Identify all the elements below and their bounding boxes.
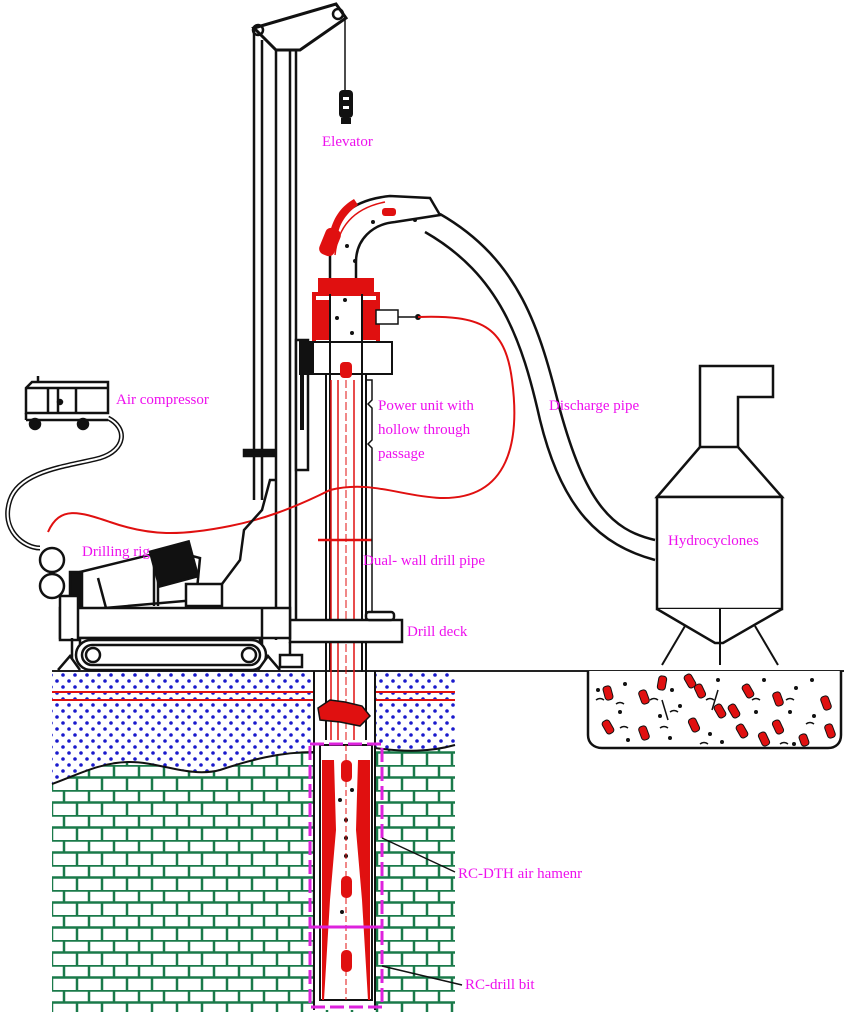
label-elevator: Elevator [322, 134, 373, 150]
label-dual-wall-drill-pipe: Dual- wall drill pipe [363, 553, 485, 569]
label-power-unit-line-2: hollow through [378, 422, 471, 438]
discharge-pipe [424, 212, 656, 562]
drill-deck [278, 610, 404, 669]
label-hydrocyclones: Hydrocyclones [668, 533, 759, 549]
label-power-unit-line-3: passage [378, 446, 425, 462]
power-unit [299, 194, 443, 672]
air-compressor [24, 376, 110, 431]
label-air-compressor: Air compressor [116, 392, 209, 408]
settling-tank [586, 671, 843, 750]
drilling-rig [38, 478, 331, 672]
label-drill-deck: Drill deck [407, 624, 468, 640]
compressor-hose [5, 415, 124, 551]
soil-layer-right [375, 672, 455, 751]
rc-dth-hammer [308, 699, 384, 1009]
label-discharge-pipe: Discharge pipe [549, 398, 639, 414]
label-power-unit-line-1: Power unit with [378, 398, 474, 414]
label-drilling-rig: Drilling rig [82, 544, 150, 560]
label-power-unit: Power unit with hollow through passage [378, 398, 474, 462]
elevator-icon [339, 90, 353, 124]
hammer-outline [308, 742, 384, 929]
dual-wall-drill-pipe [318, 374, 373, 740]
air-hose-upper [329, 315, 516, 500]
hydrocyclone [654, 364, 785, 666]
rock-layer [52, 740, 455, 1012]
label-rc-drill-bit: RC-drill bit [465, 977, 535, 993]
label-rc-dth-air-hammer: RC-DTH air hamenr [458, 866, 582, 882]
